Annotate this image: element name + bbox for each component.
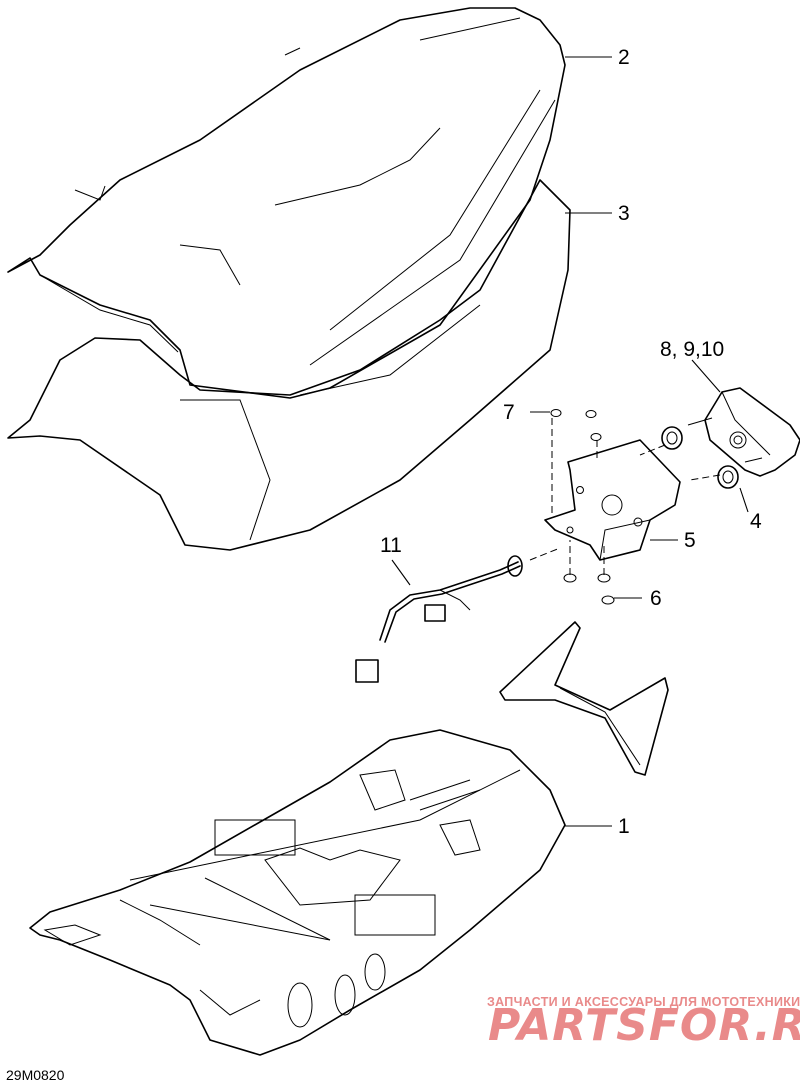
nuts bbox=[563, 573, 615, 605]
callout-2: 2 bbox=[618, 46, 630, 69]
grommet-upper bbox=[661, 426, 683, 450]
assembly-lines bbox=[529, 418, 721, 575]
callout-11: 11 bbox=[380, 534, 402, 557]
watermark-logo: PARTSFOR.RU bbox=[488, 1000, 800, 1051]
trim-strip-part bbox=[499, 621, 669, 776]
callout-labels: 2 3 8, 9,10 7 4 5 11 6 1 bbox=[380, 46, 762, 838]
callout-8-9-10: 8, 9,10 bbox=[660, 338, 724, 361]
callout-1: 1 bbox=[618, 815, 630, 838]
seat-cover-part bbox=[7, 7, 566, 399]
taillight-part bbox=[687, 387, 800, 477]
callout-4: 4 bbox=[750, 510, 762, 533]
seat-foam-part bbox=[7, 179, 571, 551]
washers bbox=[550, 409, 602, 441]
watermark-tagline: ЗАПЧАСТИ И АКСЕССУАРЫ ДЛЯ МОТОТЕХНИКИ bbox=[487, 995, 800, 1009]
figure-code: 29M0820 bbox=[6, 1067, 65, 1083]
watermark: ЗАПЧАСТИ И АКСЕССУАРЫ ДЛЯ МОТОТЕХНИКИ PA… bbox=[487, 995, 800, 1051]
callout-5: 5 bbox=[684, 529, 696, 552]
wiring-harness-part bbox=[355, 555, 523, 683]
callout-7: 7 bbox=[503, 401, 515, 424]
callout-6: 6 bbox=[650, 587, 662, 610]
callout-3: 3 bbox=[618, 202, 630, 225]
bracket-part bbox=[544, 439, 681, 561]
leader-lines bbox=[391, 56, 749, 827]
seat-base-part bbox=[29, 729, 566, 1056]
grommet-lower bbox=[717, 465, 739, 489]
